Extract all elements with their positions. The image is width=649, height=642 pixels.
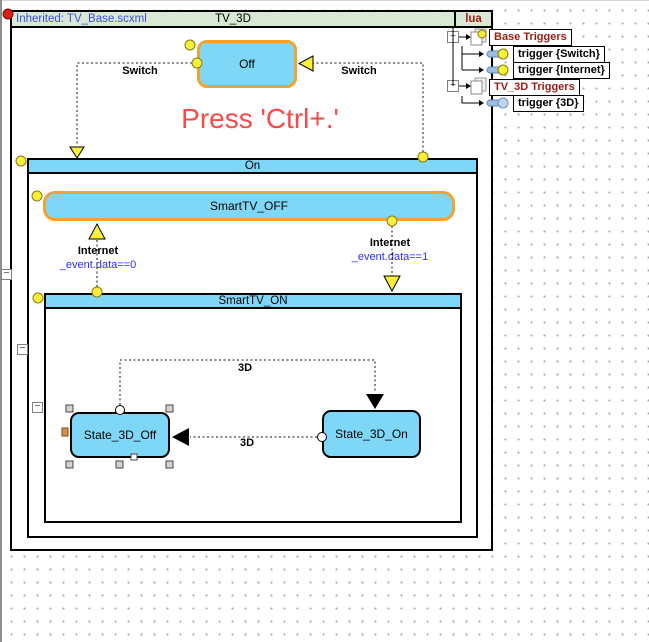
shortcut-hint-text: Press 'Ctrl+.' [181,103,339,134]
state-on-titlebar[interactable]: On [29,160,476,174]
state-3d-on-label: State_3D_On [335,427,408,441]
collapse-smarttv-on-button[interactable]: − [32,402,43,413]
trigger-item-switch[interactable]: trigger {Switch} [513,46,605,63]
state-smarttv-on[interactable]: SmartTV_ON [44,293,462,523]
state-3d-on[interactable]: State_3D_On [322,410,421,458]
chart-header: Inherited: TV_Base.scxml TV_3D lua [12,12,491,28]
state-smarttv-on-titlebar[interactable]: SmartTV_ON [46,295,460,309]
transition-label-internet-right[interactable]: Internet [369,237,411,249]
collapse-chart-button[interactable]: − [1,269,12,280]
trigger-group-tv3d[interactable]: TV_3D Triggers [489,79,580,96]
collapse-base-triggers-button[interactable]: − [447,31,459,43]
datamodel-label: lua [454,12,491,26]
state-3d-off-label: State_3D_Off [83,428,157,442]
collapse-on-button[interactable]: − [17,344,28,355]
transition-cond-internet-left[interactable]: _event.data==0 [59,259,137,271]
inherited-label: Inherited: TV_Base.scxml [16,13,147,25]
state-off[interactable]: Off [197,40,297,88]
chart-title[interactable]: TV_3D [215,13,251,25]
transition-cond-internet-right[interactable]: _event.data==1 [351,251,429,263]
transition-label-switch-right[interactable]: Switch [341,65,377,77]
state-off-label: Off [239,57,255,71]
transition-label-3d-top[interactable]: 3D [237,362,253,374]
state-3d-off[interactable]: State_3D_Off [70,412,170,458]
transition-label-internet-left[interactable]: Internet [77,245,119,257]
collapse-tv3d-triggers-button[interactable]: − [447,80,459,92]
state-smarttv-off[interactable]: SmartTV_OFF [43,191,455,221]
trigger-group-base[interactable]: Base Triggers [489,29,572,46]
window-left-edge [0,0,2,642]
transition-label-3d-bottom[interactable]: 3D [239,437,255,449]
state-smarttv-off-label: SmartTV_OFF [209,199,288,213]
transition-label-switch-left[interactable]: Switch [122,65,158,77]
window-top-edge [0,0,649,1]
trigger-item-internet[interactable]: trigger {Internet} [513,62,610,79]
trigger-item-3d[interactable]: trigger {3D} [513,95,584,112]
